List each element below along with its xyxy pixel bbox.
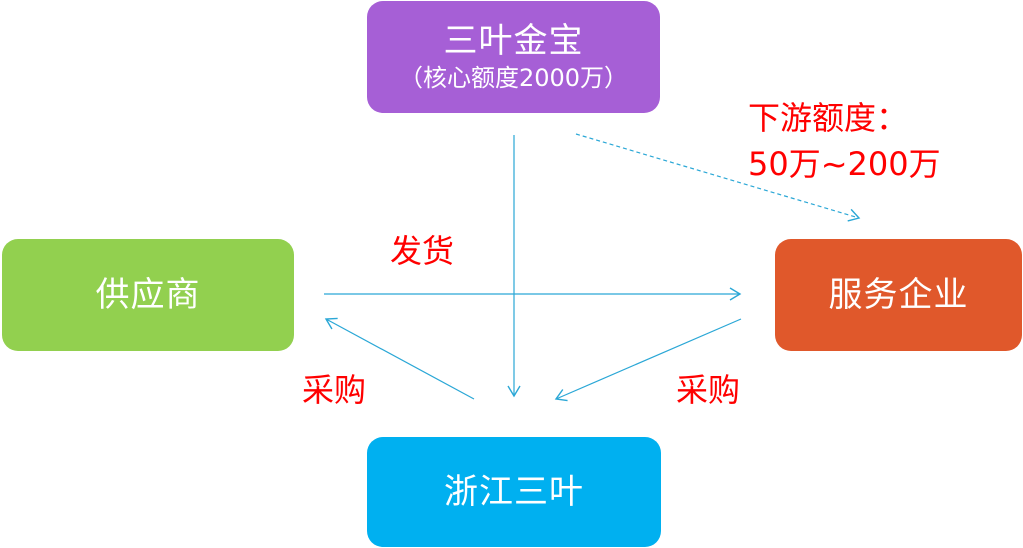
- node-supplier-title: 供应商: [95, 275, 201, 315]
- label-downstream-quota-line1: 下游额度：: [748, 99, 909, 137]
- arrow-core-to-service-dashed: [575, 133, 861, 222]
- node-zhejiang-title: 浙江三叶: [444, 472, 584, 512]
- node-core-subtitle: （核心额度2000万）: [398, 64, 629, 92]
- node-service-title: 服务企业: [828, 275, 969, 315]
- node-supplier: 供应商: [2, 239, 294, 351]
- label-purchase-left: 采购: [302, 371, 367, 409]
- node-service-enterprise: 服务企业: [775, 239, 1022, 351]
- node-core-sanye-jinbao: 三叶金宝 （核心额度2000万）: [367, 1, 660, 113]
- label-purchase-right: 采购: [676, 371, 741, 409]
- node-zhejiang-sanye: 浙江三叶: [367, 437, 661, 547]
- label-ship: 发货: [390, 232, 455, 270]
- arrow-zhejiang-to-supplier: [324, 317, 475, 400]
- arrow-service-to-zhejiang: [554, 318, 742, 402]
- label-downstream-quota-line2: 50万~200万: [748, 145, 941, 183]
- node-core-title: 三叶金宝: [443, 21, 584, 61]
- label-downstream-quota: 下游额度： 50万~200万: [748, 95, 941, 187]
